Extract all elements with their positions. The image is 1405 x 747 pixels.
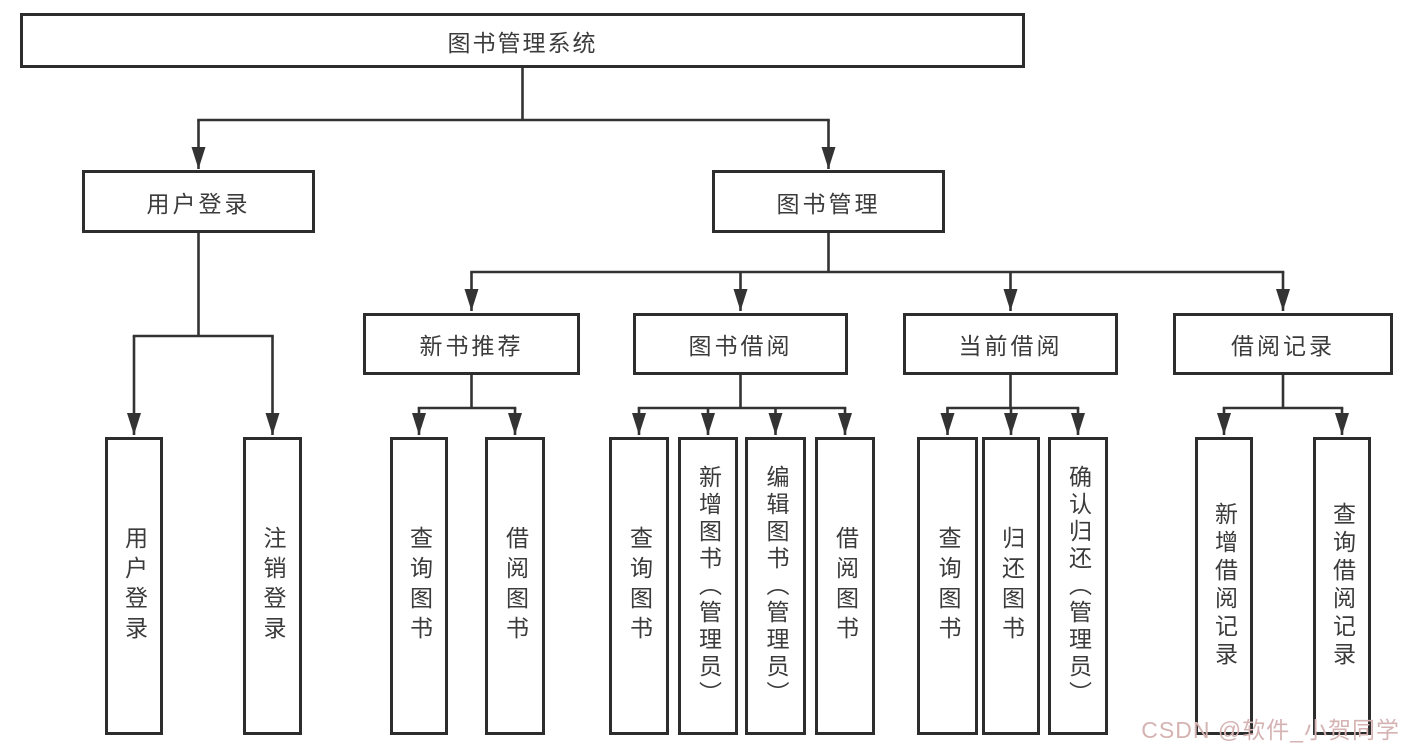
leaf-edit-book-admin: 编辑图书（管理员）: [745, 437, 806, 735]
leaf-borrow-book: 借阅图书: [815, 437, 875, 735]
leaf-logout: 注销登录: [243, 437, 302, 735]
node-borrow-records: 借阅记录: [1173, 313, 1393, 375]
node-current-borrow: 当前借阅: [903, 313, 1118, 375]
node-library-management-system: 图书管理系统: [20, 13, 1025, 68]
leaf-add-borrow-record: 新增借阅记录: [1195, 437, 1253, 735]
leaf-query-borrow-record: 查询借阅记录: [1313, 437, 1371, 735]
leaf-query-book-current: 查询图书: [917, 437, 978, 735]
node-new-book-recommend: 新书推荐: [363, 313, 580, 375]
leaf-query-book-borrow: 查询图书: [609, 437, 669, 735]
node-book-management: 图书管理: [712, 170, 945, 233]
leaf-borrow-book-recommend: 借阅图书: [485, 437, 545, 735]
node-book-borrow: 图书借阅: [633, 313, 848, 375]
leaf-add-book-admin: 新增图书（管理员）: [678, 437, 738, 735]
leaf-confirm-return-admin: 确认归还（管理员）: [1048, 437, 1108, 735]
leaf-user-login: 用户登录: [105, 437, 163, 735]
leaf-query-book-recommend: 查询图书: [390, 437, 448, 735]
csdn-watermark: CSDN @软件_小贺同学: [1141, 717, 1400, 743]
node-user-login: 用户登录: [82, 170, 315, 233]
leaf-return-book: 归还图书: [982, 437, 1040, 735]
